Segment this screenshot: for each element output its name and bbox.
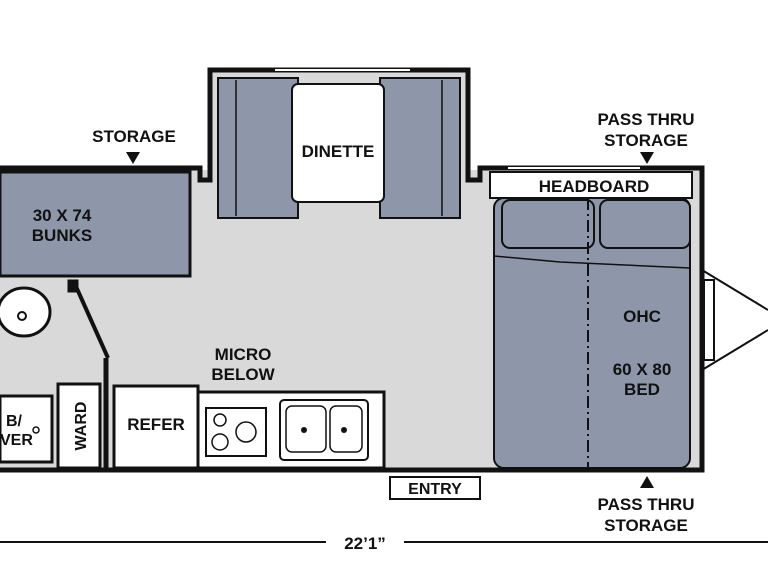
bunks-label-2: BUNKS: [32, 226, 92, 245]
wardrobe: [56, 382, 102, 470]
pass-thru-top-marker: [640, 152, 654, 164]
bunks: [0, 170, 192, 278]
ward-label: WARD: [73, 402, 90, 451]
pass-thru-top-label-2: STORAGE: [604, 131, 688, 150]
pass-thru-bottom-label-1: PASS THRU: [598, 495, 695, 514]
tub-shower: [0, 394, 54, 464]
pillow-left: [501, 199, 595, 249]
entry-label: ENTRY: [408, 481, 462, 498]
dinette-label: DINETTE: [302, 142, 375, 161]
headboard-label: HEADBOARD: [539, 177, 650, 196]
dinette: [217, 77, 461, 219]
refer-label: REFER: [127, 415, 185, 434]
micro-label-1: MICRO: [215, 345, 272, 364]
pass-thru-top-label-1: PASS THRU: [598, 110, 695, 129]
pass-thru-bottom-label-2: STORAGE: [604, 516, 688, 535]
ohc-label: OHC: [623, 307, 661, 326]
tub-label-1: B/: [6, 413, 23, 430]
pillow-right: [599, 199, 691, 249]
bathroom-door: [67, 279, 110, 470]
dinette-table: [291, 83, 385, 203]
bunks-label-1: 30 X 74: [33, 206, 92, 225]
storage-left-label: STORAGE: [92, 127, 176, 146]
exterior-walls: [0, 67, 705, 473]
pass-thru-bottom-marker: [640, 476, 654, 488]
length-label: 22’1”: [344, 534, 386, 553]
bed: [489, 171, 693, 469]
micro-label-2: BELOW: [211, 365, 275, 384]
tub-label-2: VER: [0, 432, 33, 449]
bed-label-2: BED: [624, 380, 660, 399]
hitch: [701, 269, 768, 371]
bed-label-1: 60 X 80: [613, 360, 672, 379]
storage-left-marker: [126, 152, 140, 164]
kitchen-counter: [196, 390, 386, 470]
sink: [279, 399, 369, 461]
entry-door: [389, 476, 481, 500]
refrigerator: [112, 384, 200, 470]
